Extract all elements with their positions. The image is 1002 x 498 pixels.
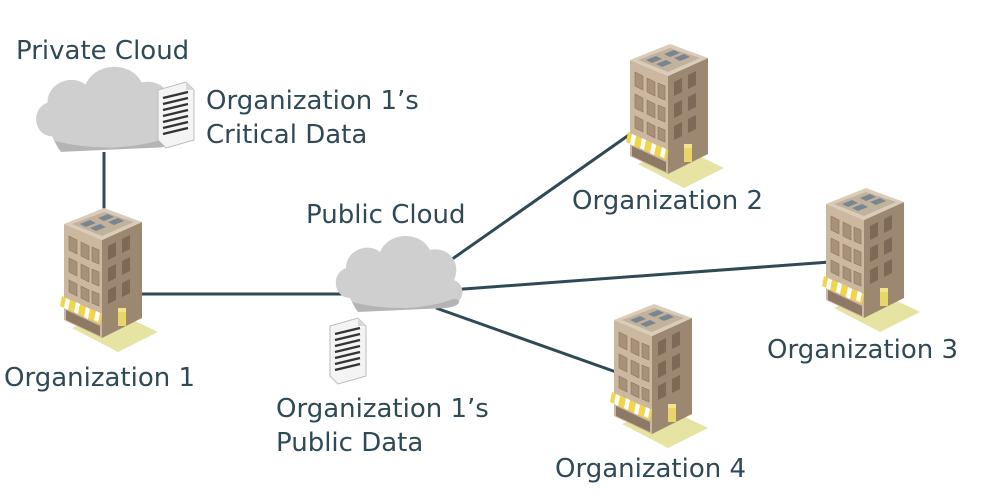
private-cloud-icon (36, 66, 178, 152)
link-public-org2 (447, 128, 637, 264)
building-icon-org1 (59, 207, 159, 353)
link-public-org3 (449, 260, 831, 292)
critical-data-label: Organization 1’s Critical Data (206, 84, 419, 152)
public-cloud-label: Public Cloud (306, 200, 466, 230)
org4-label: Organization 4 (555, 454, 747, 484)
link-public-org4 (435, 306, 617, 374)
critical-data-label-line1: Organization 1’s (206, 86, 419, 116)
critical-data-label-line2: Critical Data (206, 120, 368, 150)
public-data-label-line1: Organization 1’s (276, 394, 489, 424)
building-icon-org4 (609, 303, 709, 449)
building-icon-org2 (625, 43, 725, 189)
org1-label: Organization 1 (4, 363, 196, 393)
public-cloud-icon (335, 235, 463, 312)
building-icon-org3 (821, 187, 921, 333)
org2-label: Organization 2 (572, 186, 764, 216)
critical-data-document-icon (156, 80, 196, 150)
connections (102, 128, 831, 374)
public-data-label-line2: Public Data (276, 428, 424, 458)
org3-label: Organization 3 (767, 335, 959, 365)
public-data-document-icon (328, 316, 368, 386)
public-data-label: Organization 1’s Public Data (276, 392, 489, 460)
private-cloud-label: Private Cloud (16, 36, 190, 66)
